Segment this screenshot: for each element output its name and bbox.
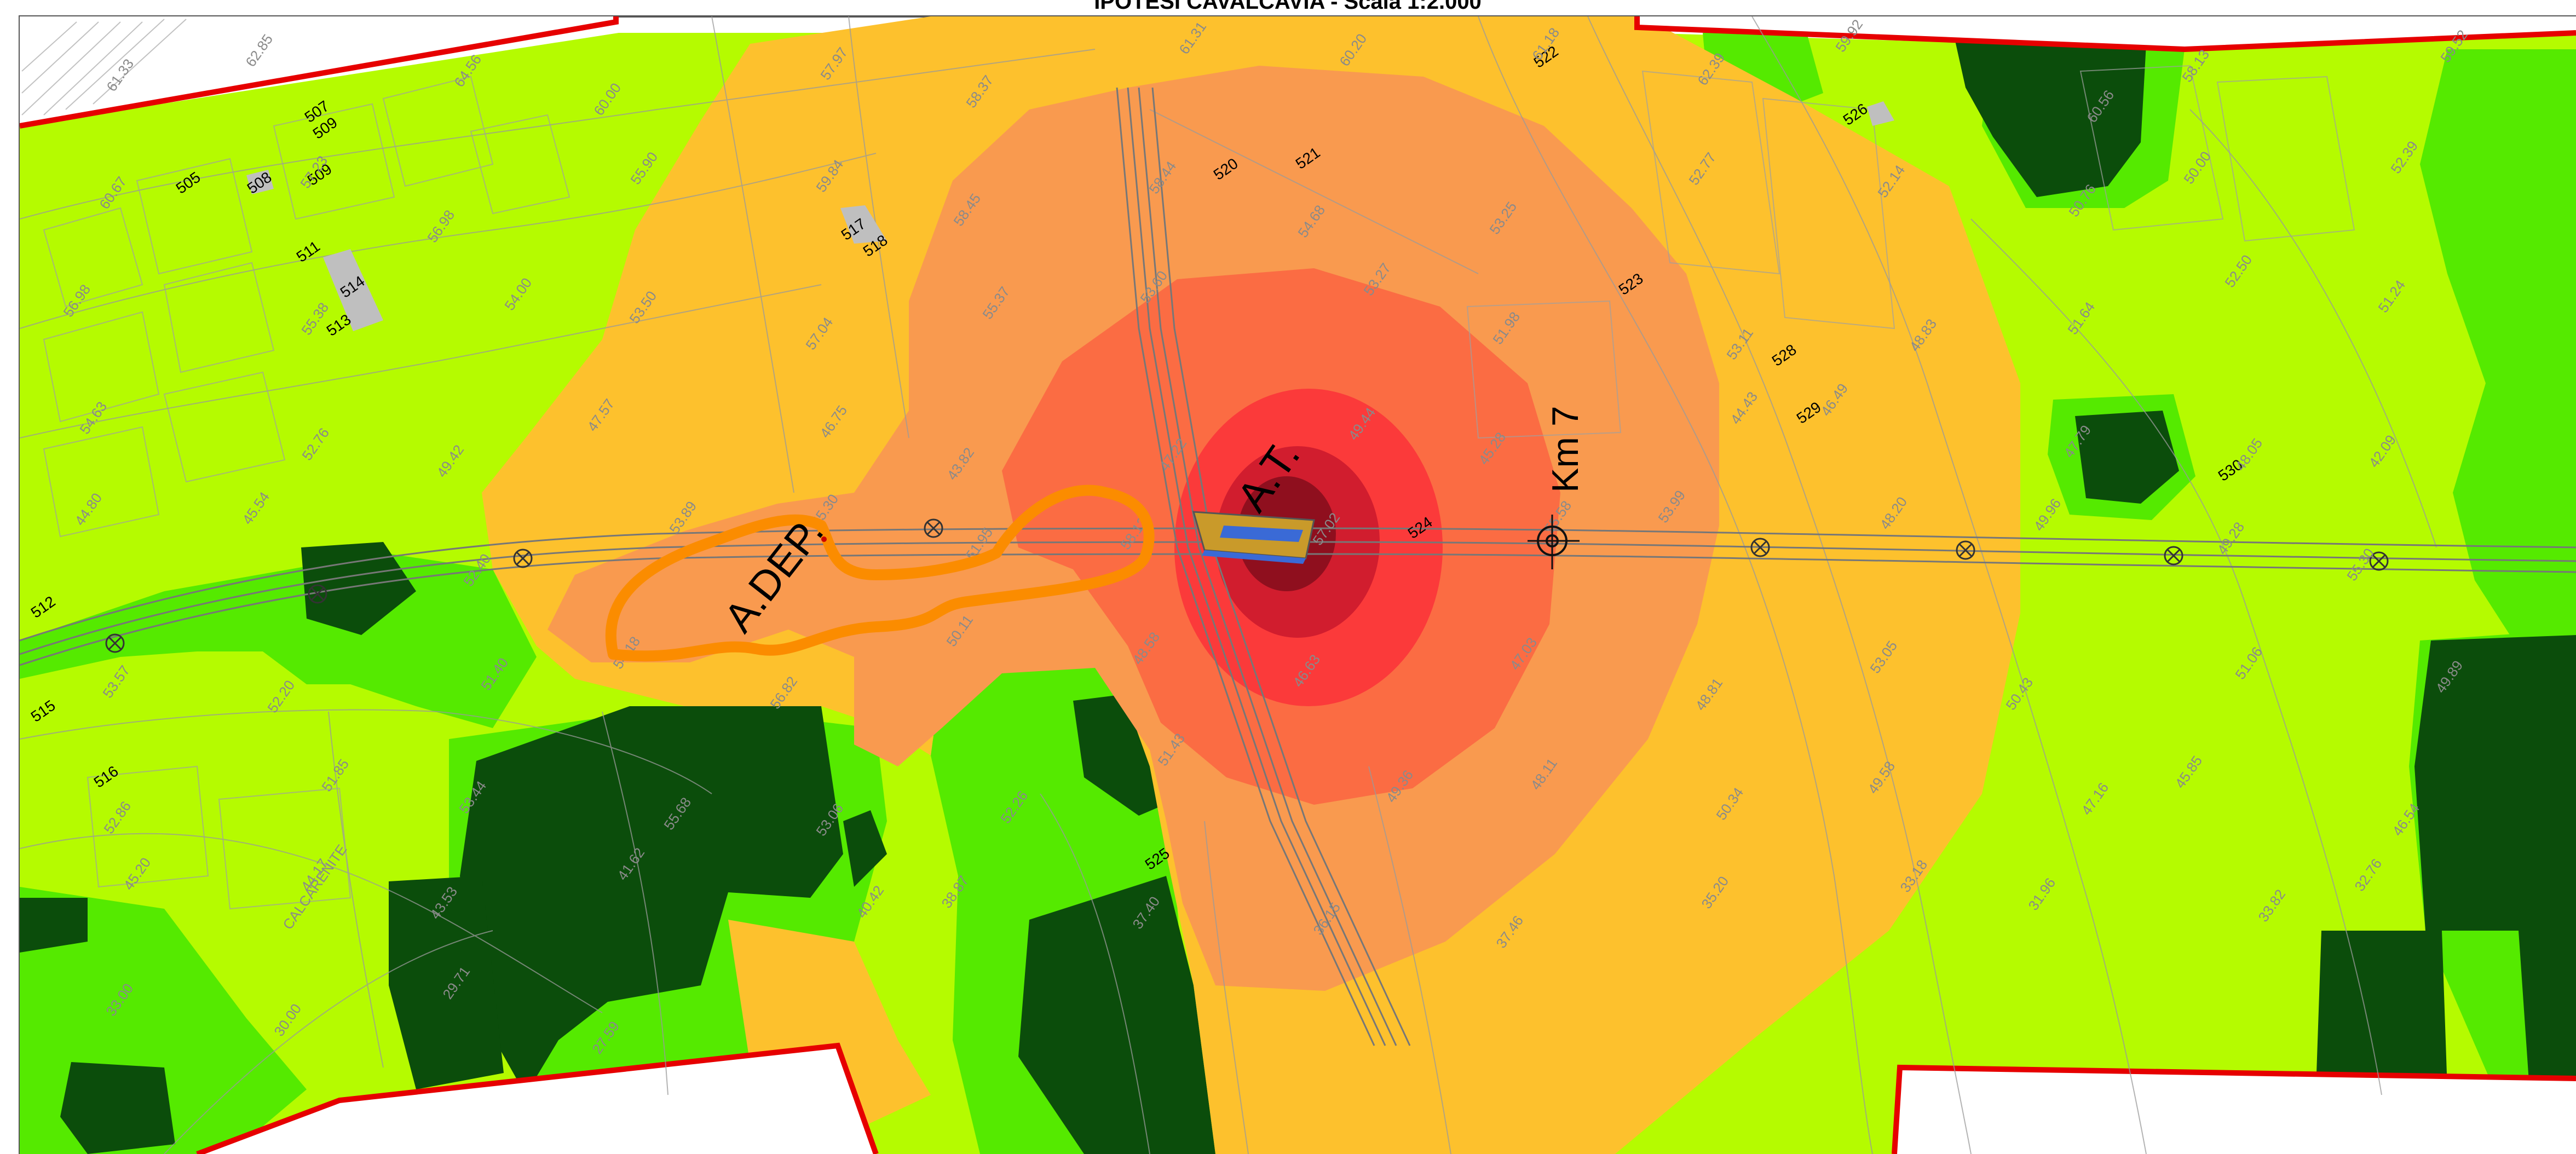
technical-area-shape[interactable]: [1192, 511, 1315, 564]
map-title: IPOTESI CAVALCAVIA - Scala 1:2.000: [1094, 0, 1482, 14]
chainage-marker: [1528, 515, 1580, 569]
deposit-point: [821, 536, 827, 542]
railway-lines: [20, 87, 2576, 1046]
noise-zone-dark-green: [20, 16, 2576, 1154]
cadastral-parcels: [43, 65, 2355, 910]
deposit-area-outline[interactable]: [605, 484, 1155, 662]
buildings: [246, 101, 1894, 331]
hatched-area: [21, 19, 187, 116]
chainage-label: Km 7: [1545, 406, 1586, 493]
boundary-lines: [20, 16, 2576, 1154]
